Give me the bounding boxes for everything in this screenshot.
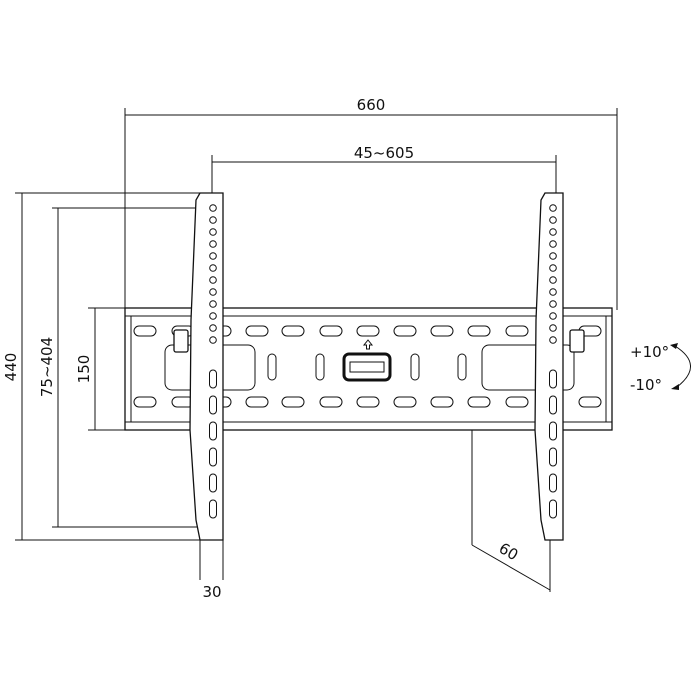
arm-slot bbox=[209, 421, 217, 441]
arm-hole bbox=[549, 228, 557, 236]
dim-45-605: 45~605 bbox=[354, 144, 414, 162]
mounting-slot bbox=[245, 396, 269, 408]
arm-slot bbox=[549, 499, 557, 519]
arm-hole bbox=[549, 216, 557, 224]
arm-hole bbox=[209, 240, 217, 248]
mounting-slot bbox=[505, 325, 529, 337]
mounting-slot bbox=[393, 325, 417, 337]
dim-30: 30 bbox=[202, 583, 221, 601]
mounting-slot bbox=[319, 396, 343, 408]
vertical-slot bbox=[410, 353, 420, 381]
arm-hole bbox=[209, 276, 217, 284]
right-bolt bbox=[569, 329, 585, 353]
up-arrow-icon bbox=[362, 339, 374, 350]
mounting-slot bbox=[281, 325, 305, 337]
mounting-slot bbox=[505, 396, 529, 408]
mounting-slot bbox=[578, 396, 602, 408]
vertical-slot bbox=[315, 353, 325, 381]
arm-hole bbox=[549, 300, 557, 308]
mounting-slot bbox=[356, 325, 380, 337]
arm-hole bbox=[209, 216, 217, 224]
arm-hole bbox=[209, 204, 217, 212]
arm-slot bbox=[209, 499, 217, 519]
arm-hole bbox=[209, 336, 217, 344]
mounting-slot bbox=[133, 396, 157, 408]
arm-hole bbox=[549, 324, 557, 332]
tilt-down-label: -10° bbox=[630, 376, 662, 394]
arm-hole bbox=[209, 324, 217, 332]
arm-hole bbox=[209, 252, 217, 260]
mounting-slot bbox=[281, 396, 305, 408]
arm-hole bbox=[549, 240, 557, 248]
arm-hole bbox=[209, 288, 217, 296]
arm-hole bbox=[549, 336, 557, 344]
left-arm bbox=[189, 192, 224, 541]
vertical-slot bbox=[457, 353, 467, 381]
mounting-slot bbox=[430, 325, 454, 337]
arm-hole bbox=[549, 252, 557, 260]
mounting-slot bbox=[430, 396, 454, 408]
mounting-slot bbox=[319, 325, 343, 337]
center-latch bbox=[342, 352, 392, 382]
tilt-arrow-icon bbox=[670, 343, 691, 390]
dim-440: 440 bbox=[2, 353, 20, 382]
arm-hole bbox=[549, 312, 557, 320]
arm-slot bbox=[549, 421, 557, 441]
arm-slot bbox=[209, 447, 217, 467]
mounting-slot bbox=[245, 325, 269, 337]
left-bolt bbox=[173, 329, 189, 353]
right-arm bbox=[534, 192, 564, 541]
arm-slot bbox=[209, 473, 217, 493]
arm-slot bbox=[549, 395, 557, 415]
arm-hole bbox=[549, 264, 557, 272]
mounting-slot bbox=[393, 396, 417, 408]
arm-hole bbox=[209, 228, 217, 236]
arm-slot bbox=[209, 395, 217, 415]
arm-hole bbox=[209, 264, 217, 272]
dim-660: 660 bbox=[357, 96, 386, 114]
dim-150: 150 bbox=[75, 355, 93, 384]
mounting-slot bbox=[467, 396, 491, 408]
tilt-up-label: +10° bbox=[630, 343, 669, 361]
mounting-slot bbox=[467, 325, 491, 337]
arm-slot bbox=[209, 369, 217, 389]
mounting-slot bbox=[356, 396, 380, 408]
arm-hole bbox=[549, 288, 557, 296]
arm-hole bbox=[209, 312, 217, 320]
mounting-slot bbox=[133, 325, 157, 337]
arm-hole bbox=[209, 300, 217, 308]
arm-slot bbox=[549, 473, 557, 493]
dimension-lines bbox=[15, 108, 618, 592]
dim-75-404: 75~404 bbox=[38, 337, 56, 397]
arm-slot bbox=[549, 369, 557, 389]
arm-slot bbox=[549, 447, 557, 467]
arm-hole bbox=[549, 276, 557, 284]
arm-hole bbox=[549, 204, 557, 212]
vertical-slot bbox=[267, 353, 277, 381]
